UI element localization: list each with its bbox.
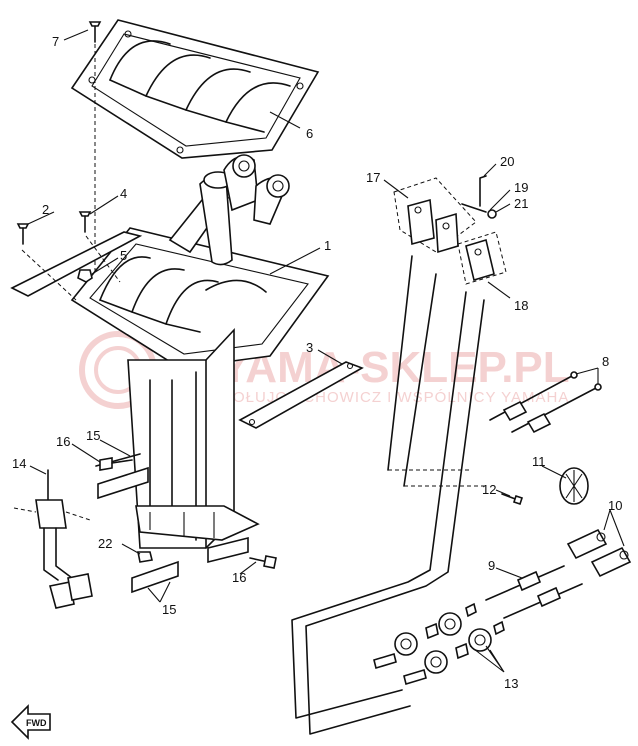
part-17-cable-joints — [393, 177, 477, 254]
control-cables — [291, 255, 486, 735]
callout-7: 7 — [52, 34, 59, 49]
part-16-upper-screw — [99, 457, 133, 471]
callout-labels: 7 6 2 4 5 1 3 8 11 12 10 9 13 14 15 16 1… — [12, 34, 622, 691]
callout-20: 20 — [500, 154, 514, 169]
callout-6: 6 — [306, 126, 313, 141]
callout-11: 11 — [532, 454, 546, 469]
part-1-control-housing — [70, 154, 330, 549]
callout-8: 8 — [602, 354, 609, 369]
callout-12: 12 — [482, 482, 496, 497]
part-13-grommets — [373, 602, 505, 686]
part-6-top-cover — [70, 19, 320, 159]
part-11-grommet — [559, 467, 589, 505]
callout-5: 5 — [120, 248, 127, 263]
callout-13: 13 — [504, 676, 518, 691]
callout-15-lower: 15 — [162, 602, 176, 617]
part-14-neutral-switch — [13, 469, 93, 609]
part-19-21-pin-washer — [461, 203, 497, 219]
part-20-clip — [479, 175, 487, 207]
part-16-lower-screw — [207, 536, 277, 569]
fwd-direction-badge: FWD — [10, 704, 51, 740]
part-12-screw — [501, 493, 524, 506]
callout-3: 3 — [306, 340, 313, 355]
part-22-nut — [137, 551, 153, 563]
callout-16-lower: 16 — [232, 570, 246, 585]
part-8-pins — [489, 371, 602, 434]
callout-14: 14 — [12, 456, 26, 471]
callout-9: 9 — [488, 558, 495, 573]
callout-16-upper: 16 — [56, 434, 70, 449]
part-5-nut — [77, 269, 93, 283]
callout-10: 10 — [608, 498, 622, 513]
callout-2: 2 — [42, 202, 49, 217]
part-10-cable-ends — [566, 528, 632, 578]
part-15-lower-spacer — [131, 560, 179, 594]
leader-lines — [27, 29, 625, 673]
fwd-label: FWD — [26, 718, 47, 728]
mounting-plate-left — [10, 231, 143, 301]
part-18-cable-joint — [457, 231, 507, 285]
watermark-text: YAMA-SKLEP.PL — [220, 343, 570, 392]
part-2-screw — [16, 223, 30, 245]
callout-1: 1 — [324, 238, 331, 253]
callout-15-upper: 15 — [86, 428, 100, 443]
part-4-screw — [78, 211, 92, 233]
callout-4: 4 — [120, 186, 127, 201]
callout-19: 19 — [514, 180, 528, 195]
part-3-plate — [238, 361, 364, 429]
callout-21: 21 — [514, 196, 528, 211]
part-9-rods — [485, 565, 583, 619]
callout-17: 17 — [366, 170, 380, 185]
callout-22: 22 — [98, 536, 112, 551]
callout-18: 18 — [514, 298, 528, 313]
